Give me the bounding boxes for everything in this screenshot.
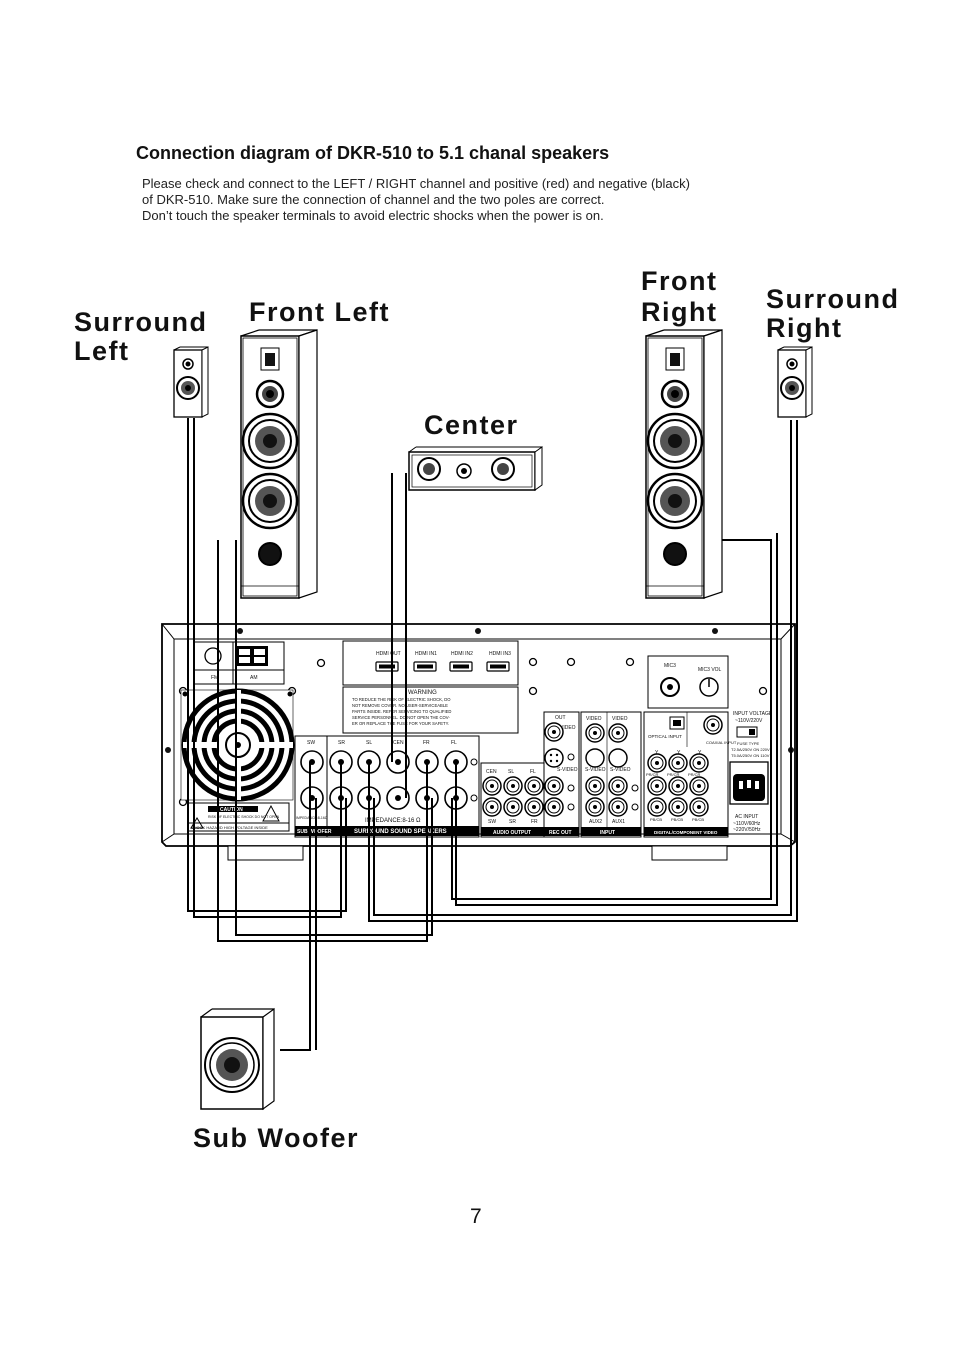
svg-text:AM: AM (250, 675, 258, 681)
svg-text:AC INPUT: AC INPUT (735, 814, 758, 820)
svg-text:SR: SR (338, 740, 345, 746)
svg-text:PR/CR: PR/CR (688, 772, 701, 777)
svg-text:FR: FR (423, 740, 430, 746)
svg-text:AUX2: AUX2 (589, 819, 602, 825)
svg-text:OPTICAL INPUT: OPTICAL INPUT (648, 734, 682, 739)
svg-text:PARTS INSIDE. REFER SERVICING: PARTS INSIDE. REFER SERVICING TO QUALIFI… (352, 709, 451, 714)
svg-text:VIDEO: VIDEO (586, 716, 602, 722)
svg-text:~110V/60Hz: ~110V/60Hz (733, 821, 761, 827)
svg-text:MIC3: MIC3 (664, 663, 676, 669)
svg-text:Y: Y (698, 750, 702, 756)
svg-text:~110V/220V: ~110V/220V (735, 718, 763, 724)
svg-text:FM: FM (211, 675, 218, 681)
svg-text:SW: SW (307, 740, 315, 746)
receiver-rear-panel: FM AM CAUTION RISK OF ELECTRIC SHOCK DO … (161, 623, 796, 861)
label-sub-woofer: Sub Woofer (193, 1123, 359, 1153)
page-number: 7 (470, 1205, 482, 1228)
description-line-3: Don’t touch the speaker terminals to avo… (142, 208, 604, 223)
description-line-2: of DKR-510. Make sure the connection of … (142, 192, 605, 207)
wire-surround-right (368, 420, 798, 922)
diagram-title: Connection diagram of DKR-510 to 5.1 cha… (136, 143, 610, 163)
svg-text:HDMI OUT: HDMI OUT (376, 651, 401, 657)
svg-text:REC OUT: REC OUT (549, 830, 572, 836)
svg-text:SHOCK HAZARD HIGH VOLTAGE IN: SHOCK HAZARD HIGH VOLTAGE INSIDE (191, 825, 268, 830)
label-front-left: Front Left (249, 297, 390, 327)
svg-text:OUT: OUT (555, 715, 566, 721)
wire-front-right-neg (451, 539, 772, 900)
svg-text:ER OR REPLACE THE FUSE FOR YOU: ER OR REPLACE THE FUSE FOR YOUR SAFETY. (352, 721, 449, 726)
svg-text:FL: FL (530, 769, 536, 775)
svg-text:HDMI IN1: HDMI IN1 (415, 651, 437, 657)
svg-text:MIC3 VOL: MIC3 VOL (698, 667, 722, 673)
svg-text:IMPEDANCE:8-16Ω: IMPEDANCE:8-16Ω (296, 816, 328, 820)
svg-text:FL: FL (451, 740, 457, 746)
wire-front-left-neg (235, 540, 433, 936)
surround-right-speaker (777, 346, 813, 418)
svg-text:SURROUND SOUND SPEAKERS: SURROUND SOUND SPEAKERS (354, 829, 447, 835)
surround-left-speaker (173, 346, 209, 418)
wire-sub-woofer-neg (280, 762, 311, 1051)
svg-text:PR/CR: PR/CR (667, 772, 680, 777)
svg-text:~220V/50Hz: ~220V/50Hz (733, 827, 761, 833)
svg-text:WARNING: WARNING (408, 690, 437, 696)
svg-text:S-VIDEO: S-VIDEO (610, 767, 631, 773)
svg-text:SL: SL (508, 769, 514, 775)
wire-surround-right-neg (373, 420, 792, 916)
svg-text:SW: SW (488, 819, 496, 825)
svg-text:T2.5A/250V ON 220V: T2.5A/250V ON 220V (731, 747, 770, 752)
svg-text:T5.0A/250V ON 110V: T5.0A/250V ON 110V (731, 753, 770, 758)
svg-text:Y: Y (655, 750, 659, 756)
svg-text:S-VIDEO: S-VIDEO (585, 767, 606, 773)
svg-text:PB/CB: PB/CB (671, 817, 683, 822)
center-speaker (408, 446, 543, 491)
svg-text:Y: Y (677, 750, 681, 756)
svg-text:SERVICE PERSONNEL. DO NOT OPEN: SERVICE PERSONNEL. DO NOT OPEN THE COV- (352, 715, 450, 720)
svg-text:COAXIAL INPUT: COAXIAL INPUT (706, 740, 737, 745)
svg-text:VIDEO: VIDEO (560, 725, 576, 731)
svg-text:CAUTION: CAUTION (220, 807, 243, 813)
wire-front-right (455, 533, 778, 906)
svg-text:RISK OF ELECTRIC SHOCK DO NOT: RISK OF ELECTRIC SHOCK DO NOT OPEN (208, 815, 280, 819)
svg-text:AUDIO OUTPUT: AUDIO OUTPUT (493, 830, 531, 836)
svg-text:INPUT VOLTAGE: INPUT VOLTAGE (733, 711, 773, 717)
svg-text:CEN: CEN (486, 769, 497, 775)
svg-text:AUX1: AUX1 (612, 819, 625, 825)
svg-text:HDMI IN2: HDMI IN2 (451, 651, 473, 657)
wire-surround-left-neg (187, 418, 347, 912)
svg-text:FR: FR (531, 819, 538, 825)
front-right-speaker (644, 328, 724, 600)
svg-text:PR/CR: PR/CR (646, 772, 659, 777)
svg-text:DIGITAL/COMPONENT VIDEO: DIGITAL/COMPONENT VIDEO (654, 830, 718, 835)
svg-text:PB/CB: PB/CB (650, 817, 662, 822)
svg-text:FUSE TYPE: FUSE TYPE (737, 741, 759, 746)
svg-text:PB/CB: PB/CB (692, 817, 704, 822)
wire-surround-left (193, 418, 342, 918)
svg-text:CEN: CEN (393, 740, 404, 746)
wire-front-left (217, 540, 428, 942)
svg-text:NOT REMOVE COVER. NO USER-SERV: NOT REMOVE COVER. NO USER-SERVICEABLE (352, 703, 448, 708)
svg-text:IMPEDANCE:8-16 Ω: IMPEDANCE:8-16 Ω (365, 818, 421, 824)
svg-text:SR: SR (509, 819, 516, 825)
speaker-wiring (187, 418, 798, 1051)
svg-text:TO REDUCE THE RISK OF ELECTRIC: TO REDUCE THE RISK OF ELECTRIC SHOCK, DO (352, 697, 451, 702)
svg-text:VIDEO: VIDEO (612, 716, 628, 722)
svg-text:SUB WOOFER: SUB WOOFER (297, 829, 332, 835)
sub-woofer-speaker (200, 1007, 275, 1111)
description-line-1: Please check and connect to the LEFT / R… (142, 176, 690, 191)
svg-text:S-VIDEO: S-VIDEO (557, 767, 578, 773)
label-center: Center (424, 410, 519, 440)
svg-text:INPUT: INPUT (600, 830, 615, 836)
front-left-speaker (239, 328, 319, 600)
svg-text:HDMI IN3: HDMI IN3 (489, 651, 511, 657)
svg-text:SL: SL (366, 740, 372, 746)
